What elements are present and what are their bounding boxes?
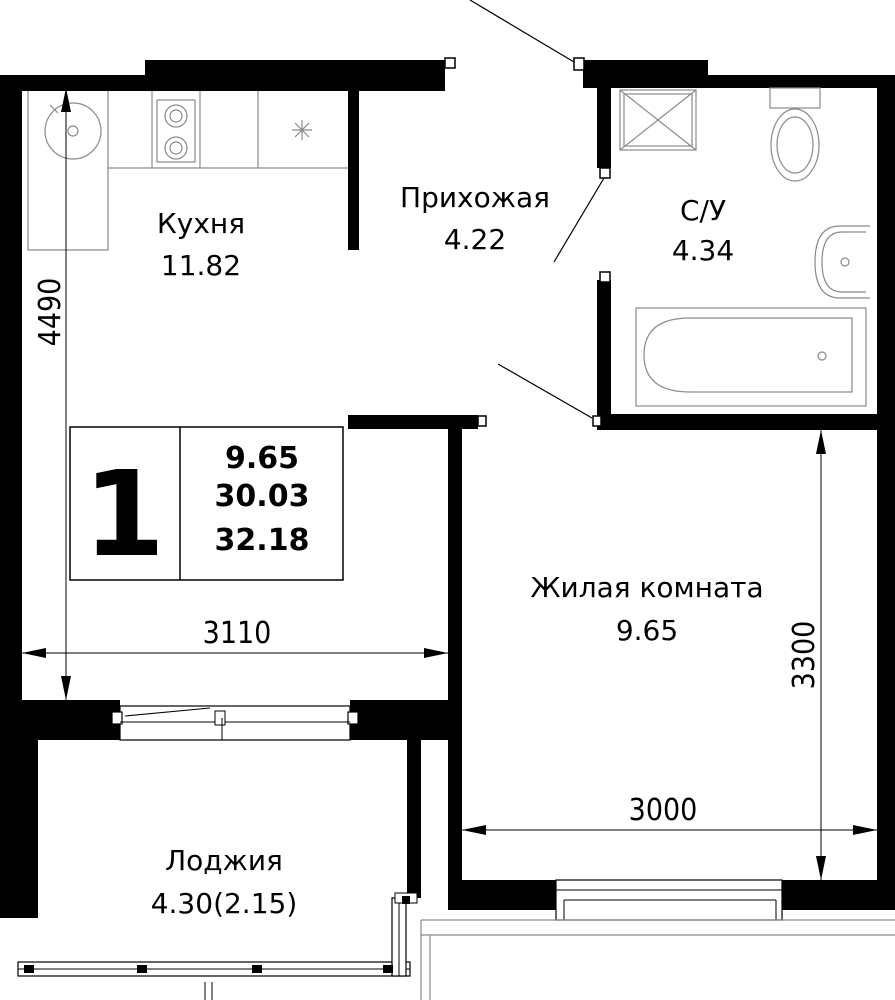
hall-name: Прихожая <box>400 181 550 214</box>
room-labels: Кухня 11.82 Прихожая 4.22 С/У 4.34 Жилая… <box>151 181 764 920</box>
toilet-icon <box>769 87 821 182</box>
windows <box>17 705 895 1000</box>
dimension-labels: 4490 3110 3300 3000 <box>33 278 822 828</box>
loggia-area: 4.30(2.15) <box>151 887 298 920</box>
walls <box>0 57 895 918</box>
living-area-value: 9.65 <box>225 441 299 476</box>
bathtub-icon <box>635 307 867 407</box>
loggia-glazing <box>17 892 418 1000</box>
total-area-with-loggia-value: 32.18 <box>215 523 310 558</box>
bathroom-area: 4.34 <box>672 234 734 267</box>
kitchen-width-dimension: 3110 <box>203 616 272 651</box>
living-room-area: 9.65 <box>616 614 678 647</box>
kitchen-name: Кухня <box>157 207 245 240</box>
entrance-door-swing <box>469 0 575 63</box>
loggia-name: Лоджия <box>165 844 283 877</box>
rooms-count: 1 <box>83 445 165 583</box>
bathroom-door-swing <box>553 177 605 263</box>
kitchen-height-dimension: 4490 <box>33 278 68 347</box>
living-room-name: Жилая комната <box>530 571 763 604</box>
kitchen-window <box>111 705 359 741</box>
total-area-value: 30.03 <box>215 479 310 514</box>
kitchen-sink-icon <box>44 102 102 160</box>
fridge-icon <box>292 120 312 140</box>
kitchen-area: 11.82 <box>161 249 241 282</box>
stove-icon <box>156 99 196 163</box>
living-height-dimension: 3300 <box>787 621 822 690</box>
living-window <box>555 879 783 921</box>
living-door-swing <box>497 363 593 419</box>
bathroom-name: С/У <box>680 194 726 227</box>
living-width-dimension: 3000 <box>629 793 698 828</box>
apartment-summary: 1 9.65 30.03 32.18 <box>69 426 344 583</box>
doors <box>469 0 605 419</box>
hall-area: 4.22 <box>444 223 506 256</box>
bathroom-fixtures <box>619 87 870 407</box>
kitchen-fixtures <box>27 91 348 251</box>
dimension-lines <box>22 88 877 880</box>
shower-tray-icon <box>619 89 697 151</box>
washbasin-icon <box>814 225 870 299</box>
